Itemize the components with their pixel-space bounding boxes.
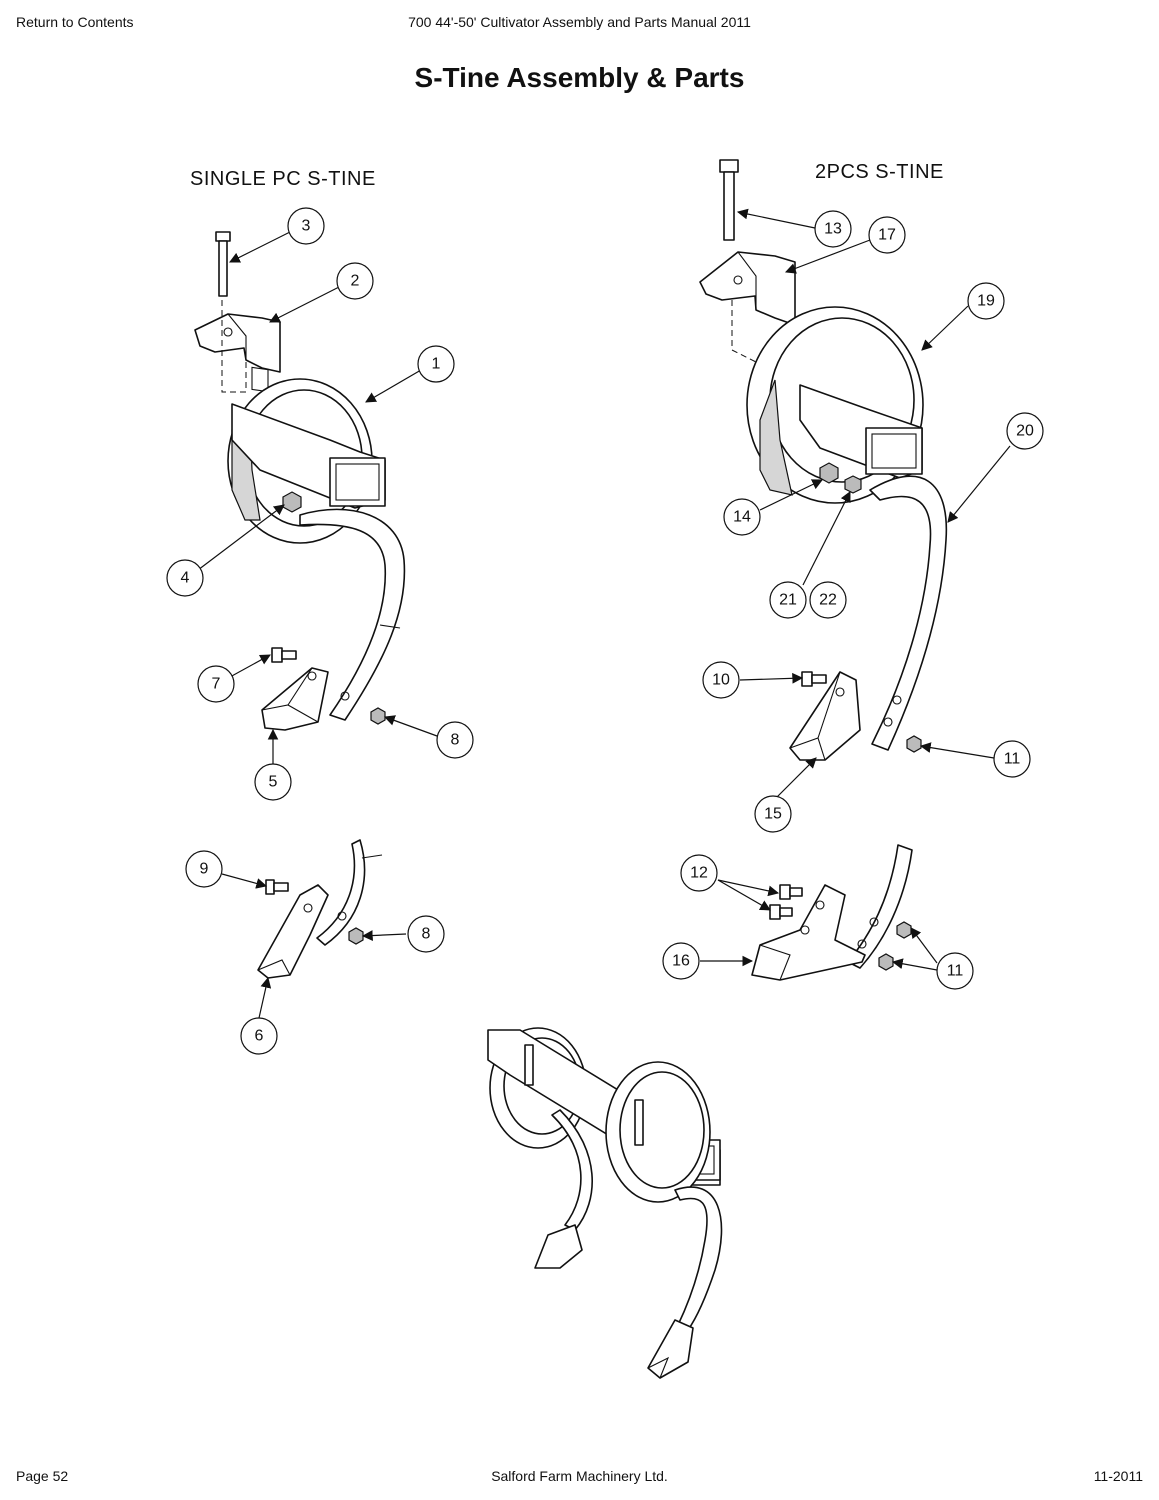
- svg-text:10: 10: [712, 672, 730, 689]
- callout-15: 15: [754, 795, 792, 833]
- callout-10: 10: [702, 661, 740, 699]
- svg-text:11: 11: [1004, 751, 1021, 768]
- return-to-contents-link[interactable]: Return to Contents: [16, 14, 134, 30]
- svg-text:11: 11: [947, 963, 964, 980]
- svg-text:17: 17: [878, 227, 896, 244]
- callout-6: 6: [240, 1017, 278, 1055]
- svg-text:2: 2: [351, 273, 360, 290]
- svg-text:20: 20: [1016, 423, 1034, 440]
- callout-1: 1: [417, 345, 455, 383]
- svg-text:4: 4: [181, 570, 190, 587]
- footer-date: 11-2011: [1093, 1468, 1143, 1484]
- assembled-view-drawing: [487, 1027, 723, 1379]
- callout-12: 12: [680, 854, 718, 892]
- callout-3: 3: [287, 207, 325, 245]
- svg-text:3: 3: [302, 218, 311, 235]
- svg-text:1: 1: [432, 356, 441, 373]
- callout-13: 13: [814, 210, 852, 248]
- s-tine-upper-20-drawing: [869, 475, 948, 751]
- svg-text:15: 15: [764, 806, 782, 823]
- bolt-3-drawing: [215, 231, 231, 297]
- bolt-13-drawing: [719, 159, 739, 241]
- callout-9: 9: [185, 850, 223, 888]
- callout-11-lower: 11: [936, 952, 974, 990]
- shovel-5-drawing: [261, 667, 329, 731]
- callout-20: 20: [1006, 412, 1044, 450]
- shovel-15-drawing: [789, 671, 861, 761]
- svg-text:12: 12: [690, 865, 708, 882]
- single-pc-s-tine-label: SINGLE PC S-TINE: [190, 168, 376, 190]
- svg-text:22: 22: [819, 592, 837, 609]
- single-pc-assembly-drawing: [194, 231, 406, 731]
- svg-text:8: 8: [451, 732, 460, 749]
- svg-text:9: 9: [200, 861, 209, 878]
- square-tube-right-drawing: [799, 384, 923, 479]
- bolt-7-drawing: [271, 647, 297, 663]
- callout-22: 22: [809, 581, 847, 619]
- callout-7: 7: [197, 665, 235, 703]
- callout-4: 4: [166, 559, 204, 597]
- two-pcs-s-tine-label: 2PCS S-TINE: [815, 161, 944, 183]
- callout-11-upper: 11: [993, 740, 1031, 778]
- single-pc-tip-detail-drawing: [257, 839, 383, 979]
- svg-text:19: 19: [977, 293, 995, 310]
- two-pcs-assembly-drawing: [699, 159, 948, 761]
- page-title: S-Tine Assembly & Parts: [414, 62, 745, 93]
- svg-text:5: 5: [269, 774, 278, 791]
- svg-text:21: 21: [779, 592, 797, 609]
- square-tube-drawing: [231, 403, 386, 509]
- svg-text:14: 14: [733, 509, 751, 526]
- svg-text:13: 13: [824, 221, 842, 238]
- s-tine-single-drawing: [299, 508, 406, 721]
- footer-company: Salford Farm Machinery Ltd.: [491, 1468, 668, 1484]
- callout-5: 5: [254, 763, 292, 801]
- callout-8-upper: 8: [436, 721, 474, 759]
- clamp-2-drawing: [194, 313, 281, 393]
- footer-page-number: Page 52: [16, 1468, 69, 1484]
- callout-2: 2: [336, 262, 374, 300]
- callout-21: 21: [769, 581, 807, 619]
- callout-14: 14: [723, 498, 761, 536]
- svg-text:7: 7: [212, 676, 221, 693]
- svg-text:6: 6: [255, 1028, 264, 1045]
- callout-8-lower: 8: [407, 915, 445, 953]
- svg-text:8: 8: [422, 926, 431, 943]
- document-title: 700 44'-50' Cultivator Assembly and Part…: [408, 14, 751, 30]
- svg-text:16: 16: [672, 953, 690, 970]
- clamp-17-drawing: [699, 251, 796, 407]
- callout-16: 16: [662, 942, 700, 980]
- callout-19: 19: [967, 282, 1005, 320]
- two-pcs-tip-detail-drawing: [751, 844, 913, 981]
- callout-17: 17: [868, 216, 906, 254]
